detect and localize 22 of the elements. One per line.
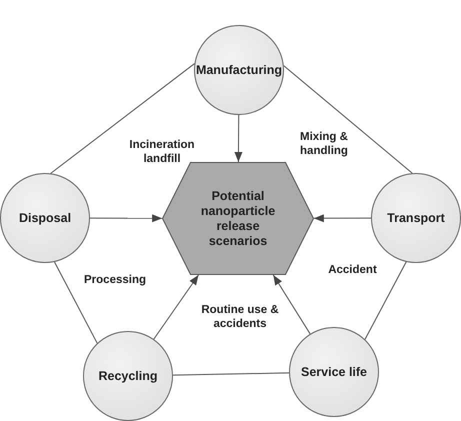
connector-line bbox=[54, 262, 98, 344]
connector-line bbox=[364, 261, 407, 340]
arrow bbox=[153, 274, 199, 340]
arrow bbox=[234, 114, 242, 162]
arrow bbox=[313, 214, 372, 222]
pathway-label: Incineration landfill bbox=[128, 138, 196, 166]
scenario-hexagon bbox=[162, 162, 314, 275]
stage-label: Disposal bbox=[18, 210, 72, 226]
pathway-label: Processing bbox=[83, 273, 147, 287]
stage-label: Service life bbox=[300, 364, 367, 380]
pathway-label: Accident bbox=[327, 263, 378, 277]
stage-label: Manufacturing bbox=[196, 62, 282, 78]
connector-line bbox=[283, 65, 413, 174]
pathway-label: Routine use & accidents bbox=[200, 303, 280, 331]
scenario-label: Potential nanoparticle release scenarios bbox=[200, 188, 276, 248]
pathway-label: Mixing & handling bbox=[299, 130, 349, 158]
stage-label: Recycling bbox=[98, 368, 158, 384]
stage-label: Transport bbox=[387, 210, 445, 226]
connector-line bbox=[50, 63, 195, 174]
arrow bbox=[272, 274, 311, 334]
arrow bbox=[90, 214, 163, 222]
connector-line bbox=[172, 372, 290, 376]
